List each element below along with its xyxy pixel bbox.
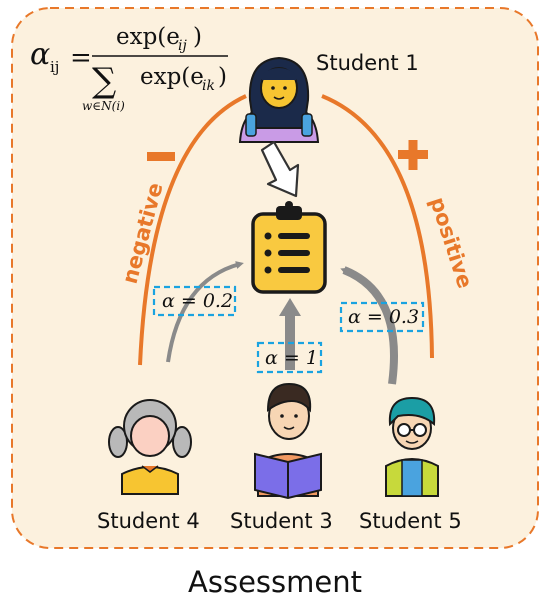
student-5-label: Student 5	[359, 509, 462, 533]
student-3-label: Student 3	[230, 509, 333, 533]
arrow-student4-to-clipboard	[166, 261, 244, 363]
formula-numerator: exp(e	[116, 24, 180, 50]
formula-numerator-close: )	[193, 24, 202, 50]
negative-arc	[138, 94, 247, 366]
weight-label-student5: α = 0.3	[348, 306, 419, 328]
minus-sign	[147, 152, 175, 161]
student-4-avatar-icon	[108, 399, 192, 495]
formula-sum: ∑	[92, 61, 116, 101]
formula-numerator-sub: ij	[178, 38, 187, 54]
student-5-avatar-icon	[385, 396, 439, 497]
attention-formula: α ij = exp(e ij ) ∑ w∈N(i) exp(e ik )	[30, 24, 228, 113]
arrow-student5-to-clipboard	[340, 266, 398, 385]
clipboard-icon	[251, 201, 327, 294]
student-1-label: Student 1	[316, 51, 419, 75]
formula-denominator: exp(e	[140, 64, 204, 90]
formula-sum-sub: w∈N(i)	[82, 99, 125, 113]
weight-box-student4: α = 0.2	[152, 285, 237, 317]
caption: Assessment	[188, 565, 362, 599]
weight-label-student4: α = 0.2	[162, 290, 233, 312]
student-4-label: Student 4	[97, 509, 200, 533]
plus-sign	[398, 140, 428, 170]
formula-denominator-sub: ik	[202, 78, 215, 94]
positive-arc	[321, 94, 434, 359]
weight-box-student3: α = 1	[256, 341, 323, 374]
down-hollow-arrow	[260, 140, 300, 198]
formula-lhs: α	[30, 37, 50, 72]
formula-denominator-close: )	[218, 64, 227, 90]
student-3-avatar-icon	[254, 382, 322, 500]
weight-box-student5: α = 0.3	[339, 301, 425, 333]
student-1-avatar-icon	[238, 56, 320, 143]
formula-equals: =	[70, 43, 92, 73]
weight-label-student3: α = 1	[265, 347, 318, 369]
formula-lhs-sub: ij	[50, 58, 59, 76]
